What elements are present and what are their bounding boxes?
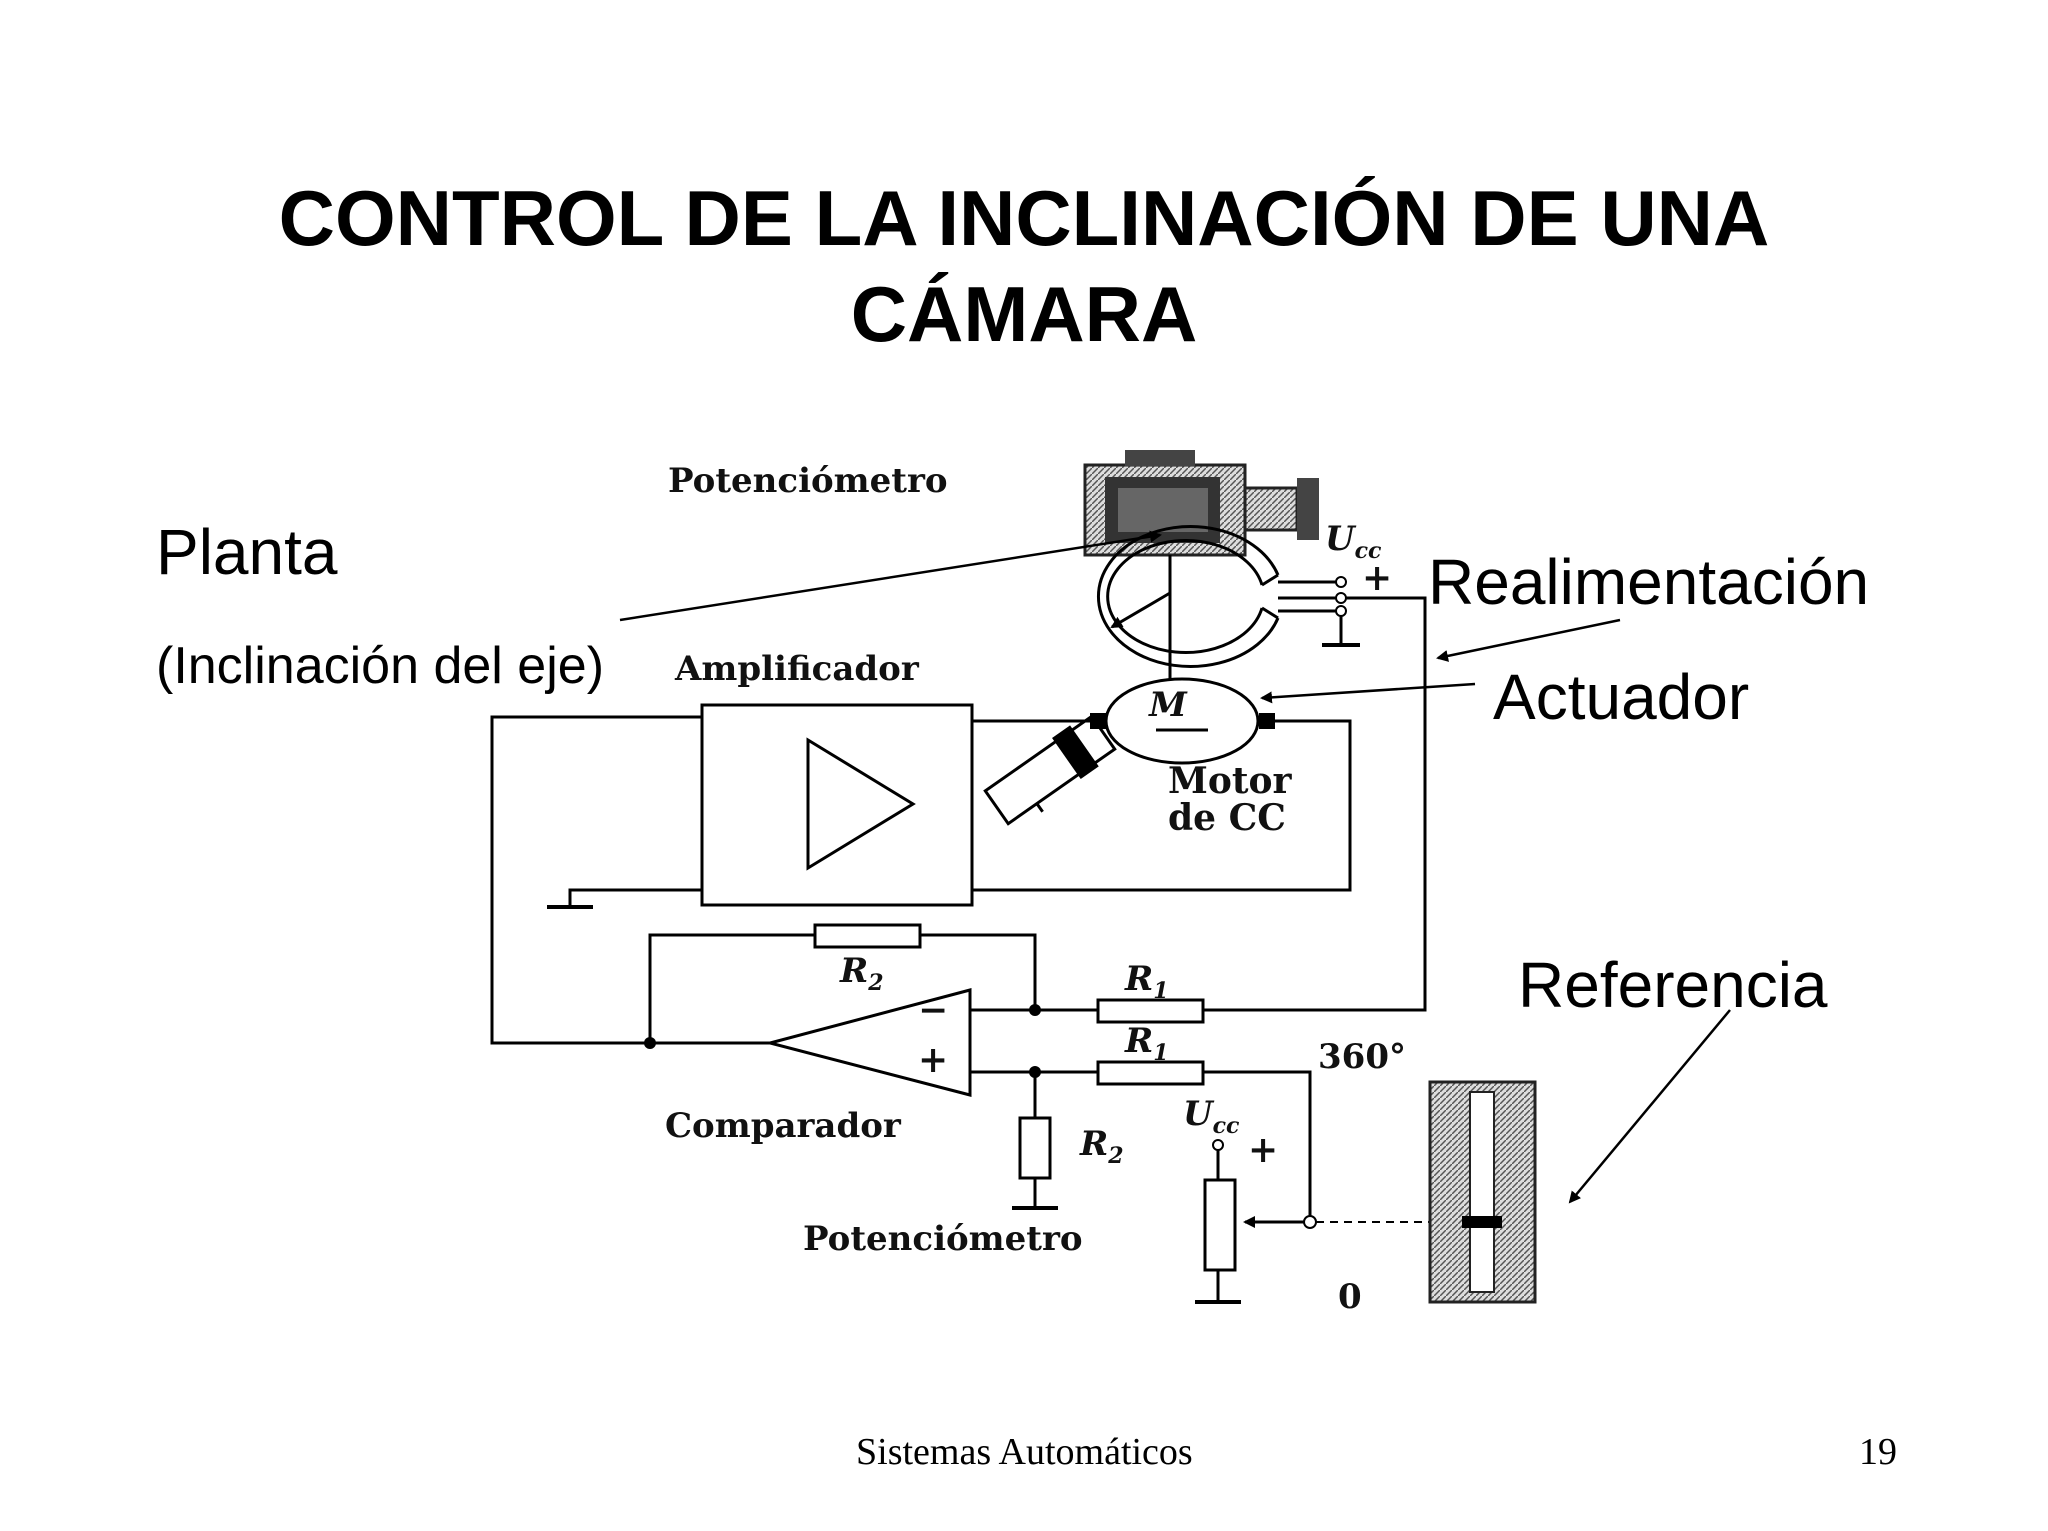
footer-text: Sistemas Automáticos xyxy=(856,1431,1193,1473)
motor-symbol-label: M xyxy=(1148,685,1188,725)
ucc-bottom-label: Ucc xyxy=(1183,1094,1240,1139)
title-line-2: CÁMARA xyxy=(850,270,1198,358)
resistor-r2-feedback xyxy=(813,923,922,949)
motor-icon xyxy=(983,677,1275,826)
actuador-arrow xyxy=(1260,682,1476,704)
resistor-r1-upper xyxy=(1096,998,1205,1024)
r1-upper-label: R1 xyxy=(1124,959,1169,1004)
realimentacion-label: Realimentación xyxy=(1428,546,1870,618)
reference-potentiometer xyxy=(1203,1178,1237,1272)
actuador-label: Actuador xyxy=(1493,661,1750,733)
motor-label-line-2: de CC xyxy=(1168,797,1286,839)
comparador-label: Comparador xyxy=(665,1106,902,1146)
title-line-1: CONTROL DE LA INCLINACIÓN DE UNA xyxy=(278,174,1770,262)
resistor-r2-ground xyxy=(1018,1116,1052,1180)
comparator-plus: + xyxy=(918,1039,948,1081)
page-number: 19 xyxy=(1859,1431,1897,1473)
feedback-potentiometer xyxy=(1096,525,1360,668)
zero-label: 0 xyxy=(1338,1277,1362,1317)
realimentacion-arrow xyxy=(1436,618,1621,662)
comparator-triangle-icon xyxy=(764,988,972,1097)
planta-label: Planta xyxy=(156,516,338,588)
slide-title: CONTROL DE LA INCLINACIÓN DE UNA CÁMARA xyxy=(0,170,2048,362)
r1-lower-label: R1 xyxy=(1124,1021,1169,1066)
ucc-top-label: Ucc xyxy=(1325,519,1382,564)
resistor-r1-lower xyxy=(1096,1060,1205,1086)
amplifier-box xyxy=(700,703,974,907)
planta-arrow xyxy=(619,530,1162,622)
referencia-arrow xyxy=(1568,1009,1731,1204)
potenciometro-bottom-label: Potenciómetro xyxy=(803,1219,1083,1259)
planta-sub-label: (Inclinación del eje) xyxy=(156,637,605,695)
referencia-label: Referencia xyxy=(1518,949,1828,1021)
ucc-top-plus: + xyxy=(1362,557,1392,599)
comparator-minus: − xyxy=(918,989,948,1031)
potenciometro-top-label: Potenciómetro xyxy=(668,461,948,501)
amplifier-triangle-icon xyxy=(806,737,916,871)
r2-lower-label: R2 xyxy=(1079,1124,1124,1169)
ucc-bottom-plus: + xyxy=(1248,1129,1278,1171)
amplifier-input-wire xyxy=(490,715,702,1045)
r2-top-label: R2 xyxy=(839,951,884,996)
amplificador-label: Amplificador xyxy=(674,649,920,689)
feedback-wire xyxy=(1203,596,1427,1012)
motor-label-line-1: Motor xyxy=(1168,760,1293,802)
deg-360-label: 360° xyxy=(1318,1037,1406,1077)
camera-icon xyxy=(1083,450,1319,557)
reference-slider xyxy=(1428,1080,1537,1304)
